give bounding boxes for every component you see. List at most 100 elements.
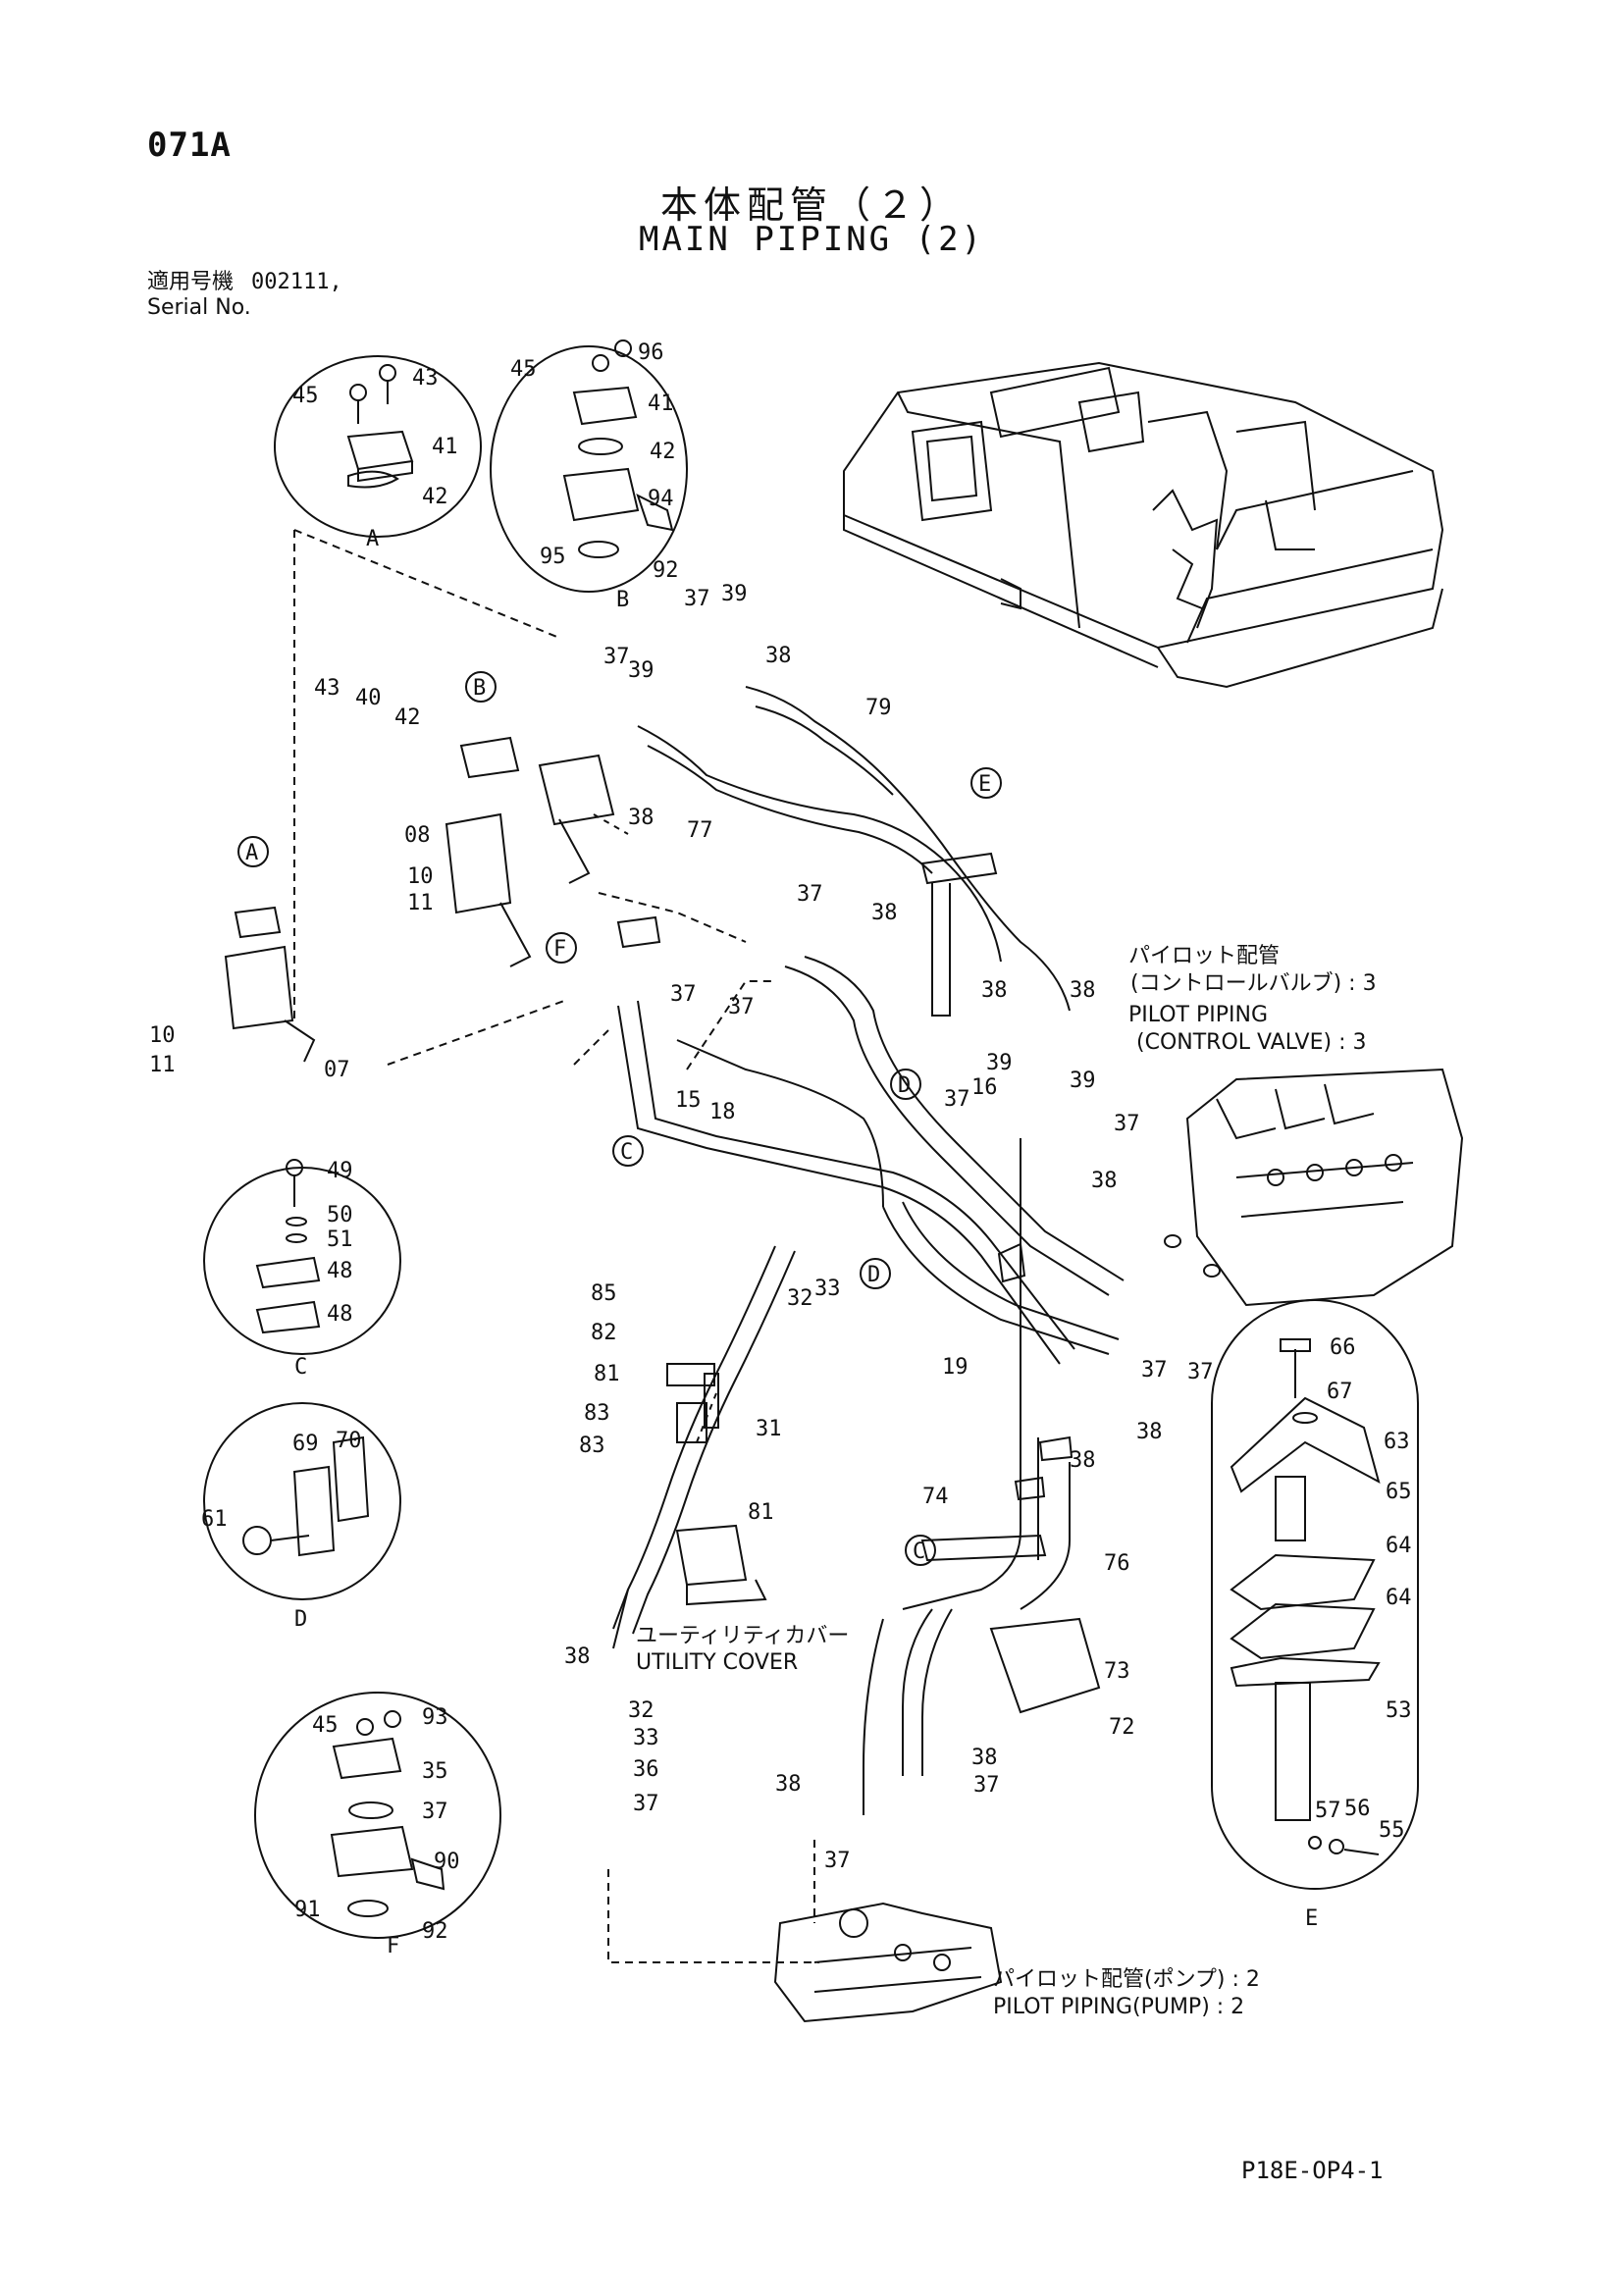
svg-text:73: 73	[1104, 1659, 1130, 1684]
note-pilot-control-en2: (CONTROL VALVE) : 3	[1136, 1030, 1367, 1055]
svg-text:D: D	[294, 1607, 307, 1632]
svg-text:43: 43	[412, 366, 439, 391]
svg-text:64: 64	[1386, 1586, 1412, 1610]
svg-text:11: 11	[407, 891, 434, 915]
svg-text:38: 38	[775, 1772, 802, 1797]
svg-text:42: 42	[422, 485, 448, 509]
svg-text:45: 45	[510, 357, 537, 382]
svg-text:38: 38	[981, 978, 1008, 1003]
svg-text:49: 49	[327, 1159, 353, 1183]
pump-valve-illustration	[773, 1902, 1003, 2023]
svg-text:38: 38	[564, 1644, 591, 1669]
svg-text:45: 45	[292, 384, 319, 408]
svg-text:39: 39	[721, 582, 748, 606]
svg-text:37: 37	[422, 1800, 448, 1824]
svg-text:37: 37	[1114, 1112, 1140, 1136]
svg-text:72: 72	[1109, 1715, 1135, 1740]
svg-text:48: 48	[327, 1302, 353, 1327]
svg-text:37: 37	[684, 587, 710, 611]
svg-text:36: 36	[633, 1757, 659, 1782]
note-pilot-control-ja2: (コントロールバルブ) : 3	[1130, 971, 1377, 996]
svg-text:37: 37	[1187, 1360, 1214, 1384]
svg-text:43: 43	[314, 676, 340, 701]
page-code: 071A	[147, 126, 232, 165]
svg-text:38: 38	[971, 1746, 998, 1770]
svg-text:66: 66	[1330, 1335, 1356, 1360]
svg-text:35: 35	[422, 1759, 448, 1784]
svg-text:37: 37	[633, 1792, 659, 1816]
svg-text:79: 79	[865, 696, 892, 720]
detail-circle-f	[254, 1692, 501, 1939]
svg-text:38: 38	[765, 644, 792, 668]
svg-text:31: 31	[756, 1417, 782, 1441]
svg-text:10: 10	[149, 1023, 176, 1048]
svg-text:08: 08	[404, 823, 431, 848]
svg-text:37: 37	[1141, 1358, 1168, 1383]
note-pilot-control-ja: パイロット配管	[1128, 944, 1281, 968]
svg-text:50: 50	[327, 1203, 353, 1227]
svg-text:33: 33	[814, 1277, 841, 1301]
svg-text:16: 16	[971, 1075, 998, 1100]
svg-text:F: F	[387, 1934, 399, 1958]
note-utility-cover-en: UTILITY COVER	[636, 1650, 799, 1675]
svg-text:38: 38	[1070, 978, 1096, 1003]
detail-circle-c	[203, 1167, 401, 1355]
svg-text:C: C	[294, 1355, 307, 1380]
svg-text:41: 41	[648, 391, 674, 416]
svg-text:55: 55	[1379, 1818, 1405, 1843]
svg-text:57: 57	[1315, 1799, 1341, 1823]
svg-text:38: 38	[1136, 1420, 1163, 1444]
note-pilot-pump-en: PILOT PIPING(PUMP) : 2	[993, 1995, 1245, 2019]
svg-text:92: 92	[422, 1919, 448, 1944]
svg-text:37: 37	[603, 645, 630, 669]
serial-label-en: Serial No.	[147, 295, 251, 320]
detail-circle-d	[203, 1402, 401, 1600]
svg-text:37: 37	[824, 1849, 851, 1873]
svg-text:63: 63	[1384, 1430, 1410, 1454]
svg-text:F: F	[553, 937, 566, 962]
svg-text:83: 83	[584, 1401, 610, 1426]
svg-text:37: 37	[944, 1087, 970, 1112]
note-pilot-control-en: PILOT PIPING	[1128, 1003, 1268, 1027]
svg-text:07: 07	[324, 1058, 350, 1082]
svg-text:38: 38	[871, 901, 898, 925]
svg-text:77: 77	[687, 818, 713, 843]
svg-text:32: 32	[787, 1286, 813, 1311]
svg-text:A: A	[366, 527, 379, 551]
svg-text:42: 42	[650, 440, 676, 464]
svg-text:33: 33	[633, 1726, 659, 1750]
valve-block-08	[445, 812, 512, 914]
svg-text:45: 45	[312, 1713, 339, 1738]
svg-text:56: 56	[1344, 1797, 1371, 1821]
svg-text:81: 81	[748, 1500, 774, 1525]
svg-text:11: 11	[149, 1053, 176, 1077]
detail-circle-b	[490, 345, 688, 593]
svg-text:40: 40	[355, 686, 382, 710]
svg-text:15: 15	[675, 1088, 702, 1113]
svg-text:32: 32	[628, 1698, 654, 1723]
svg-text:38: 38	[1070, 1448, 1096, 1473]
serial-value: 002111,	[251, 270, 342, 294]
svg-text:38: 38	[1091, 1169, 1118, 1193]
svg-text:D: D	[867, 1263, 880, 1287]
svg-text:37: 37	[670, 982, 697, 1007]
svg-text:51: 51	[327, 1227, 353, 1252]
machine-illustration	[843, 361, 1444, 689]
svg-text:64: 64	[1386, 1534, 1412, 1558]
svg-text:19: 19	[942, 1355, 969, 1380]
svg-text:C: C	[913, 1539, 925, 1564]
svg-text:94: 94	[648, 487, 674, 511]
svg-text:37: 37	[728, 995, 755, 1019]
svg-text:76: 76	[1104, 1551, 1130, 1576]
svg-text:B: B	[473, 676, 486, 701]
svg-text:61: 61	[201, 1507, 228, 1532]
svg-text:74: 74	[922, 1485, 949, 1509]
svg-text:96: 96	[638, 340, 664, 365]
svg-text:37: 37	[973, 1773, 1000, 1798]
footer-code: P18E-OP4-1	[1241, 2157, 1384, 2184]
svg-text:95: 95	[540, 545, 566, 569]
svg-text:85: 85	[591, 1281, 617, 1306]
svg-text:42: 42	[394, 705, 421, 730]
